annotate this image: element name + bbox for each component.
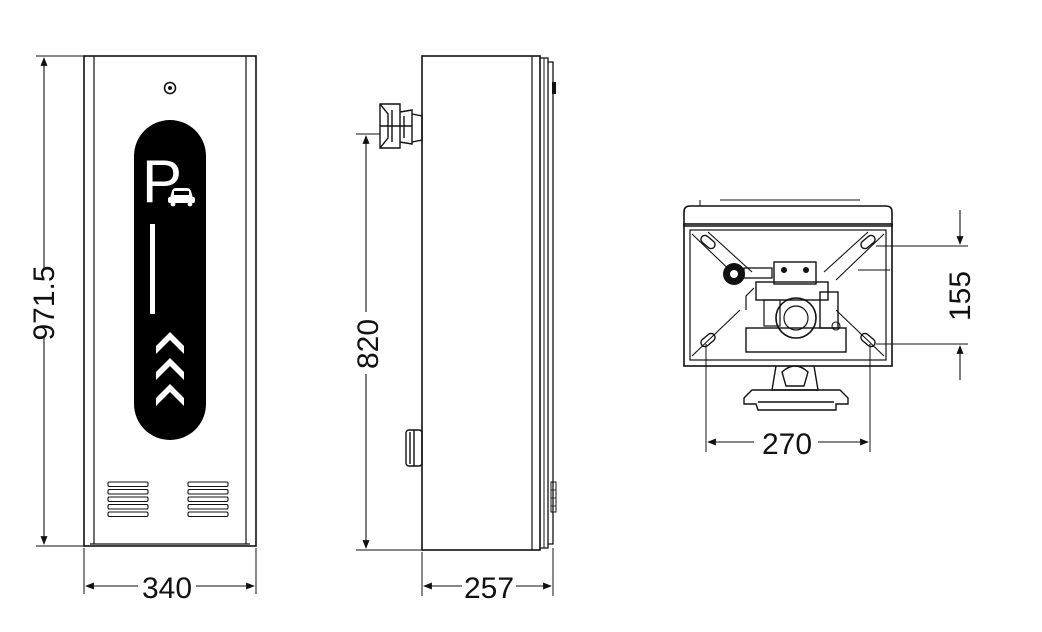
vent-slot — [107, 481, 149, 488]
front-view: P 971.5 340 — [28, 55, 257, 605]
top-width-dimension: 270 — [705, 344, 871, 461]
boom-bracket — [379, 103, 423, 149]
front-width-dimension: 340 — [83, 548, 257, 605]
front-width-label: 340 — [142, 572, 192, 605]
parking-sign-letter: P — [142, 148, 182, 215]
top-depth-label: 155 — [944, 271, 977, 321]
vent-slot — [187, 503, 229, 510]
vent-slot — [107, 511, 149, 518]
side-depth-dimension: 257 — [421, 548, 554, 605]
mounting-slots — [700, 234, 876, 348]
top-width-label: 270 — [762, 428, 812, 461]
vent-slot — [107, 488, 149, 495]
vent-slot — [107, 496, 149, 503]
side-depth-label: 257 — [464, 572, 514, 605]
vent-slot — [187, 481, 229, 488]
chevron-1 — [156, 332, 184, 354]
top-lid — [683, 205, 893, 227]
side-lower-fitting — [405, 429, 423, 467]
lock-keyhole-icon — [163, 81, 177, 95]
side-height-label: 820 — [352, 319, 385, 369]
light-bar — [150, 224, 155, 314]
vent-slot — [187, 496, 229, 503]
base-stand — [743, 365, 849, 411]
motor-assembly — [723, 261, 847, 353]
vent-grille-right — [187, 481, 229, 518]
side-height-dimension: 820 — [352, 133, 422, 551]
top-housing — [683, 223, 893, 367]
car-icon — [168, 188, 195, 207]
vent-grille-left — [107, 481, 149, 518]
vent-slot — [187, 488, 229, 495]
side-view: 820 257 — [352, 55, 557, 605]
chevron-2 — [156, 358, 184, 380]
vent-slot — [187, 511, 229, 518]
top-depth-dimension: 155 — [876, 210, 977, 380]
front-height-label: 971.5 — [28, 265, 61, 340]
top-view: 155 270 — [683, 199, 977, 461]
vent-slot — [107, 503, 149, 510]
chevron-3 — [156, 384, 184, 406]
chevron-arrows — [156, 332, 184, 406]
front-height-dimension: 971.5 — [28, 55, 84, 547]
side-cabinet-outline — [421, 55, 541, 551]
